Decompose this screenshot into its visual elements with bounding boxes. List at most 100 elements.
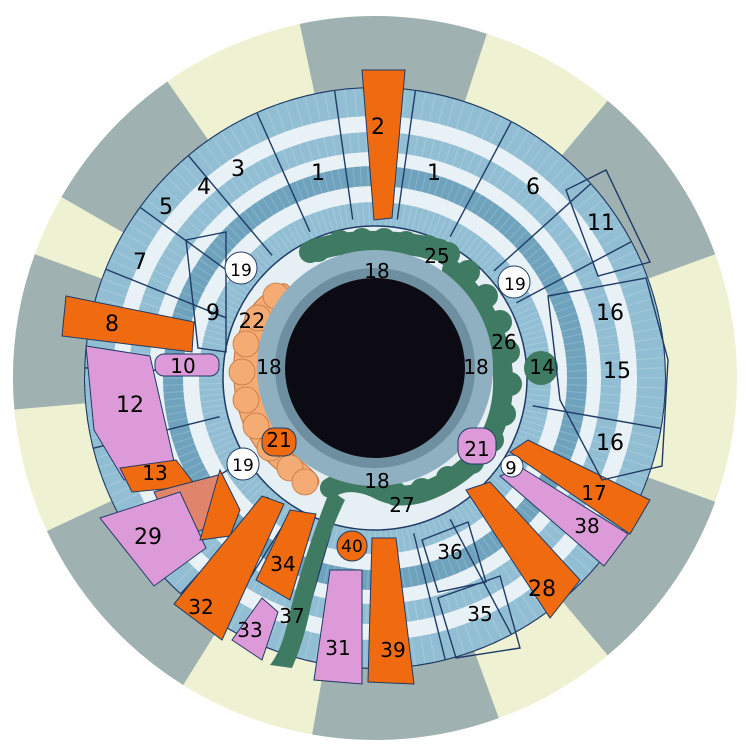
iris-fiber [526, 388, 665, 399]
rim-block [561, 100, 716, 279]
iris-fiber [102, 278, 233, 327]
zone-label: 34 [270, 552, 295, 576]
iris-fiber [523, 317, 659, 347]
zone-15-16-box [547, 277, 669, 481]
zone-34-shape [255, 509, 317, 601]
marker-circles [224, 251, 531, 481]
rim-block [46, 500, 222, 685]
iris-fiber [238, 121, 305, 245]
zone-label: 9 [505, 458, 516, 479]
iris-fiber [455, 506, 530, 625]
zone-2-shape [361, 69, 406, 221]
sector-divider [396, 90, 417, 220]
zone-28-shape [465, 481, 581, 619]
rim-block [299, 15, 487, 103]
zone-label: 35 [467, 602, 492, 626]
iris-fiber [431, 518, 485, 648]
sector-divider [188, 155, 273, 256]
sector-divider [105, 268, 227, 319]
iris-fiber [212, 137, 291, 253]
iris-fiber [476, 162, 570, 266]
iris-fiber [314, 94, 344, 230]
green-band-lobe [306, 238, 330, 262]
iris-fiber [304, 96, 339, 231]
iris-fiber [472, 155, 562, 262]
green-band-lobe [492, 402, 516, 426]
green-band-lobe [372, 228, 396, 252]
iris-fiber [406, 526, 436, 662]
iris-fiber [426, 520, 475, 651]
iris-fiber [421, 522, 466, 654]
zone-9-box [185, 231, 227, 353]
iris-fiber [400, 527, 426, 664]
iris-fiber [395, 528, 416, 666]
zone-10-shape [154, 353, 220, 377]
zone-label: 18 [364, 259, 389, 283]
zone-22-lobe [232, 386, 260, 414]
green-band-lobe [474, 284, 498, 308]
iris-fiber [294, 99, 334, 233]
zone-label: 19 [230, 261, 252, 281]
iris-fiber [517, 278, 648, 327]
iris-fiber [180, 162, 274, 266]
green-band-lobe [394, 231, 418, 255]
sector-divider [413, 533, 446, 660]
green-band-lobe [488, 310, 512, 334]
iris-fiber [324, 92, 350, 229]
iris-fiber [114, 250, 239, 312]
green-band-lobe [410, 478, 434, 502]
zone-label: 16 [596, 301, 624, 326]
rim-block [61, 81, 209, 234]
zone-label: 5 [159, 195, 173, 220]
iris-fiber [524, 327, 661, 353]
zone-label: 11 [587, 211, 615, 236]
iris-fiber [406, 94, 436, 230]
zone-label: 26 [491, 330, 516, 354]
zone-33-shape [231, 597, 279, 661]
sector-divider [333, 90, 354, 220]
iris-fiber [515, 268, 645, 322]
iris-fiber [344, 89, 360, 227]
sector-divider [449, 121, 512, 238]
iris-fiber [431, 108, 485, 238]
zone-label: 40 [341, 537, 363, 557]
zone-label: 32 [188, 595, 213, 619]
zone-22-lobe [232, 330, 260, 358]
iris-fiber [463, 500, 546, 613]
zone-label: 21 [266, 428, 291, 452]
zone-labels: 2 1 1 3 4 5 6 7 8 9 9 10 11 12 13 14 15 … [105, 115, 631, 662]
iris-fiber [455, 131, 530, 250]
zone-label: 25 [424, 244, 449, 268]
iris-fiber [513, 259, 641, 317]
iris-fiber [275, 105, 324, 236]
zone-21-right-shape [457, 427, 497, 465]
iris-fiber [523, 409, 659, 439]
zone-8-shape [61, 295, 195, 353]
iris-fiber [463, 143, 546, 256]
zone-22-lobe [228, 358, 256, 386]
zone-label: 18 [256, 355, 281, 379]
iris-fiber [118, 241, 242, 308]
marker-circle [224, 251, 258, 285]
zone-label: 22 [239, 309, 266, 333]
zone-22-lobe [291, 468, 319, 496]
zone-label: 15 [603, 359, 631, 384]
marker-circle [226, 447, 260, 481]
iris-fiber [400, 92, 426, 229]
iris-fiber [220, 131, 295, 250]
rim-block [561, 477, 716, 656]
zone-40-shape [336, 530, 368, 562]
zone-label: 33 [237, 618, 262, 642]
iris-fiber [265, 108, 319, 238]
iris-fiber [519, 424, 651, 469]
zone-label: 2 [371, 115, 385, 140]
iris-fiber [525, 398, 663, 419]
colored-sectors [61, 69, 669, 685]
green-band-lobe [496, 340, 520, 364]
rim-block [12, 254, 103, 410]
zone-32-shape [173, 495, 285, 641]
iris-fiber [459, 137, 538, 253]
green-band-lobe [498, 372, 522, 396]
zone-label: 38 [574, 514, 599, 538]
